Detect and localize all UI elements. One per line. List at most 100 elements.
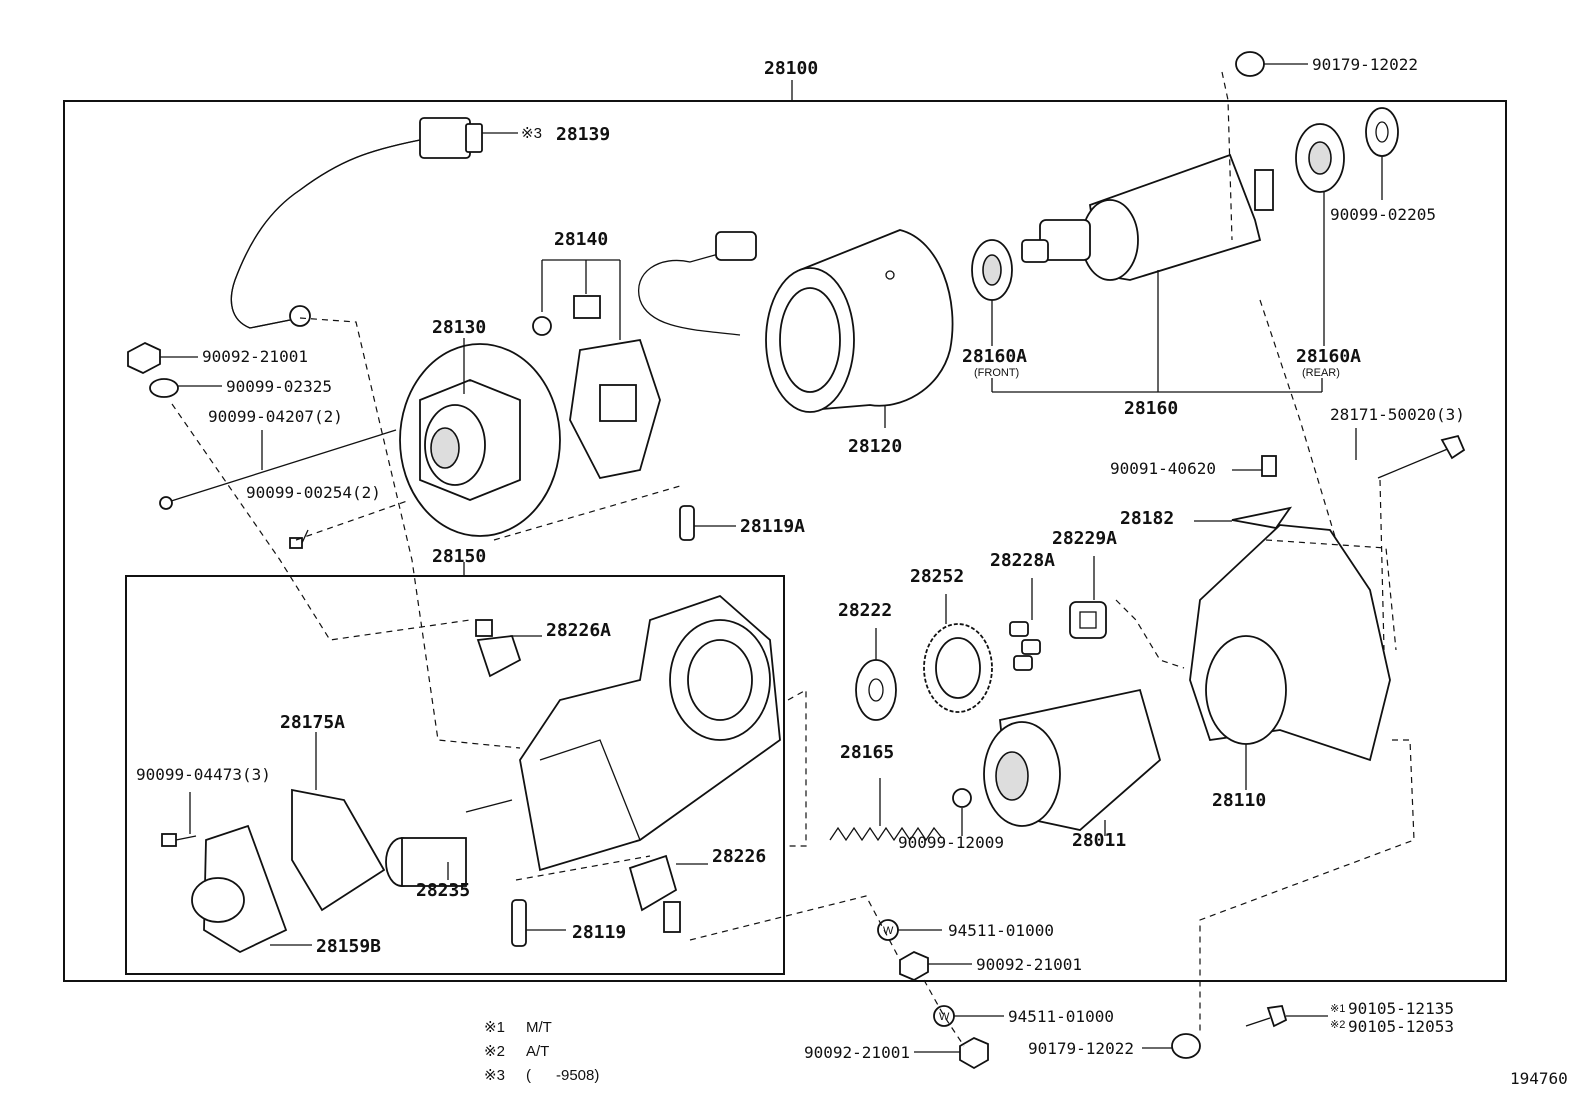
magnetic-switch-housing[interactable]	[519, 594, 781, 872]
label-90099-04473: 90099-04473(3)	[136, 765, 271, 784]
label-28160A-rear: 28160A	[1296, 346, 1361, 367]
label-28150: 28150	[432, 546, 486, 567]
label-28139: 28139	[556, 124, 610, 145]
label-28235: 28235	[416, 880, 470, 901]
note-2-text: A/T	[526, 1043, 549, 1060]
label-90105-12053: 90105-12053	[1348, 1017, 1454, 1036]
screw-90099-00254[interactable]	[289, 529, 309, 549]
starter-clutch-28011[interactable]	[983, 688, 1162, 836]
through-bolt-90099-04207[interactable]	[159, 429, 397, 510]
washer-28222[interactable]	[855, 628, 897, 721]
label-90105-12135: 90105-12135	[1348, 999, 1454, 1018]
spring-28165[interactable]	[829, 778, 943, 842]
label-28119: 28119	[572, 922, 626, 943]
label-90099-02325: 90099-02325	[226, 377, 332, 396]
label-28228A: 28228A	[990, 550, 1055, 571]
nut-90092-21001-a[interactable]	[127, 341, 198, 375]
ball-90099-12009[interactable]	[952, 788, 972, 836]
svg-text:W: W	[939, 1011, 950, 1023]
dashed-leader-lines	[171, 71, 1415, 1047]
label-28119A: 28119A	[740, 516, 805, 537]
label-28171-50020: 28171-50020(3)	[1330, 405, 1465, 424]
label-28160A-rear-sub: (REAR)	[1302, 367, 1340, 379]
footnotes: ※1 M/T ※2 A/T ※3 ( -9508)	[484, 1019, 599, 1084]
label-28222: 28222	[838, 600, 892, 621]
label-90105-mark2: ※2	[1330, 1019, 1345, 1031]
washer-94511-01000-b[interactable]: W	[933, 1005, 1004, 1027]
bearing-28160A-rear[interactable]	[1295, 123, 1345, 346]
label-90105-mark1: ※1	[1330, 1003, 1345, 1015]
end-frame-28130[interactable]	[399, 338, 561, 537]
lever-28182[interactable]	[1194, 506, 1293, 529]
label-28140: 28140	[554, 229, 608, 250]
bolt-90105[interactable]	[1245, 1004, 1328, 1028]
gasket-28175A[interactable]	[291, 732, 386, 912]
armature-28160[interactable]	[991, 153, 1323, 393]
cap-90179-12022-bottom[interactable]	[1142, 1033, 1201, 1059]
label-28165: 28165	[840, 742, 894, 763]
washer-94511-01000-a[interactable]: W	[877, 919, 942, 941]
housing-28110[interactable]	[1189, 524, 1391, 790]
terminal-28226A[interactable]	[475, 619, 542, 678]
label-28159B: 28159B	[316, 936, 381, 957]
nut-90092-21001-c[interactable]	[914, 1036, 989, 1070]
label-28226: 28226	[712, 846, 766, 867]
note-3-mark: ※3	[484, 1067, 505, 1084]
screw-90099-04473[interactable]	[161, 792, 197, 847]
cap-90179-12022-top[interactable]	[1235, 51, 1308, 77]
label-94511-01000-a: 94511-01000	[948, 921, 1054, 940]
washer-90099-02325[interactable]	[149, 378, 222, 398]
terminal-28226[interactable]	[628, 854, 708, 933]
label-28160A-front: 28160A	[962, 346, 1027, 367]
subassembly-frame-28150	[125, 562, 785, 975]
label-28175A: 28175A	[280, 712, 345, 733]
idler-gear-28252[interactable]	[923, 594, 993, 713]
note-1-text: M/T	[526, 1019, 552, 1036]
figure-id: 194760	[1510, 1069, 1568, 1088]
pin-28119[interactable]	[511, 899, 566, 947]
retainer-28229A[interactable]	[1069, 556, 1107, 639]
bolt-90091-40620[interactable]	[1232, 455, 1277, 477]
label-28011: 28011	[1072, 830, 1126, 851]
label-90091-40620: 90091-40620	[1110, 459, 1216, 478]
label-28110: 28110	[1212, 790, 1266, 811]
label-28160: 28160	[1124, 398, 1178, 419]
label-90099-12009: 90099-12009	[898, 833, 1004, 852]
note-1-mark: ※1	[484, 1019, 505, 1036]
label-28139-mark: ※3	[521, 125, 542, 142]
bearing-28160A-front[interactable]	[971, 239, 1013, 346]
label-90179-12022-bottom: 90179-12022	[1028, 1039, 1134, 1058]
label-90092-21001-a: 90092-21001	[202, 347, 308, 366]
nut-90092-21001-b[interactable]	[899, 950, 972, 982]
label-28160A-front-sub: (FRONT)	[974, 367, 1019, 379]
svg-text:W: W	[883, 925, 894, 937]
label-94511-01000-b: 94511-01000	[1008, 1007, 1114, 1026]
yoke-28120[interactable]	[637, 229, 954, 428]
label-90099-04207: 90099-04207(2)	[208, 407, 343, 426]
label-28130: 28130	[432, 317, 486, 338]
label-28226A: 28226A	[546, 620, 611, 641]
bolt-28171-50020[interactable]	[1355, 428, 1466, 479]
label-28120: 28120	[848, 436, 902, 457]
label-90099-02205: 90099-02205	[1330, 205, 1436, 224]
label-90099-00254: 90099-00254(2)	[246, 483, 381, 502]
part-number-labels: 28100 90179-12022 ※3 28139 90099-02205 2…	[136, 55, 1465, 1062]
rollers-28228A[interactable]	[1009, 578, 1041, 671]
plunger-28235[interactable]	[385, 799, 513, 887]
label-28100: 28100	[764, 58, 818, 79]
label-28229A: 28229A	[1052, 528, 1117, 549]
pin-28119A[interactable]	[679, 505, 736, 541]
label-90092-21001-c: 90092-21001	[804, 1043, 910, 1062]
washer-90099-02205[interactable]	[1365, 107, 1399, 200]
assembly-frame-28100	[63, 80, 1507, 982]
brush-holder-28140[interactable]	[532, 259, 661, 480]
label-28252: 28252	[910, 566, 964, 587]
lead-wire-28139[interactable]	[230, 117, 518, 329]
label-28182: 28182	[1120, 508, 1174, 529]
label-90179-12022-top: 90179-12022	[1312, 55, 1418, 74]
note-2-mark: ※2	[484, 1043, 505, 1060]
label-90092-21001-b: 90092-21001	[976, 955, 1082, 974]
cover-28159B[interactable]	[191, 824, 312, 954]
note-3-text: ( -9508)	[526, 1067, 599, 1084]
